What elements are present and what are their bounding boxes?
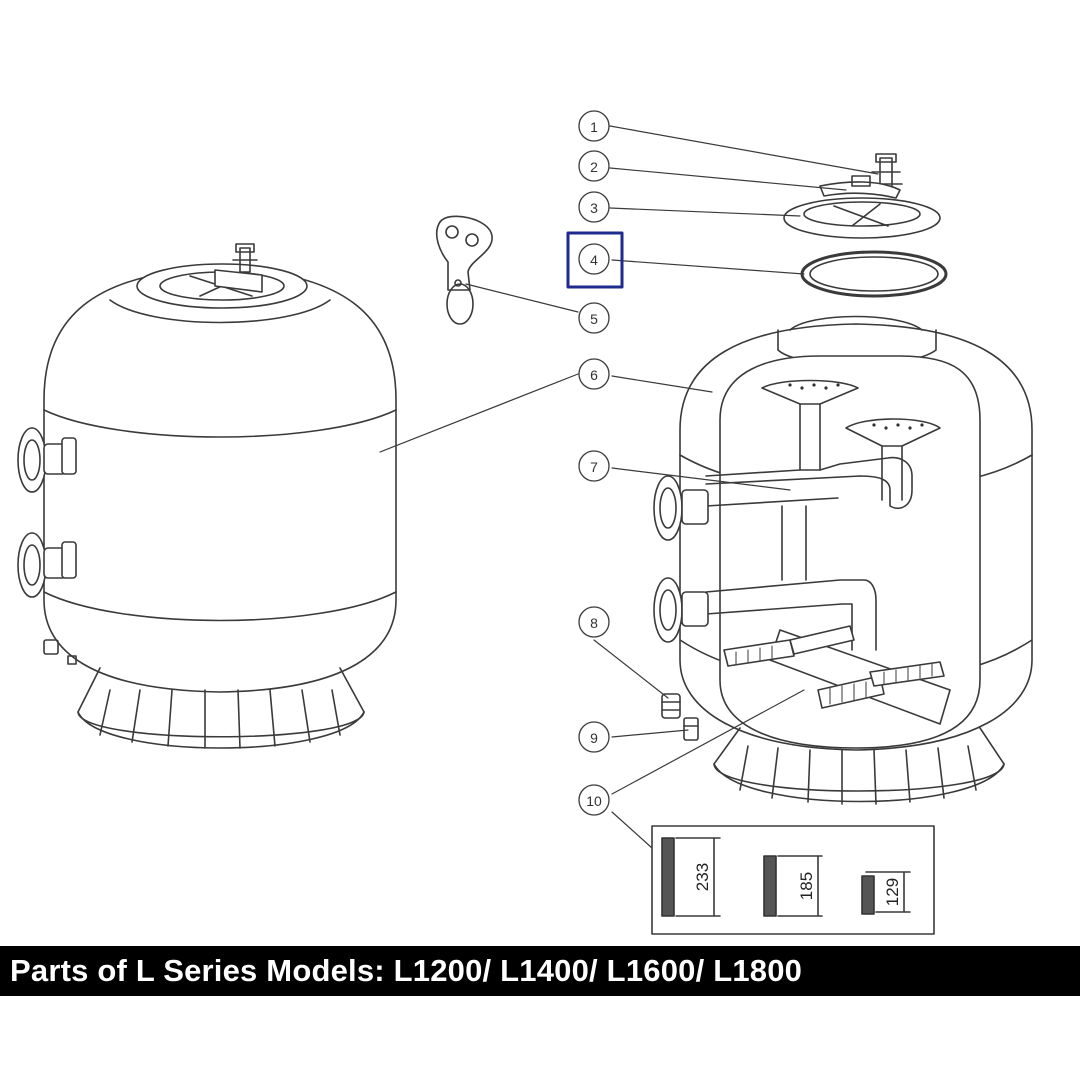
- callout-3: [578, 191, 610, 223]
- callout-9-label: 9: [590, 730, 598, 746]
- callout-3-label: 3: [590, 200, 598, 216]
- callout-4: [578, 243, 610, 275]
- callout-2: [578, 150, 610, 182]
- callout-6: [578, 358, 610, 390]
- callout-7-label: 7: [590, 459, 598, 475]
- callout-8-label: 8: [590, 615, 598, 631]
- part-3-lid: [783, 197, 941, 239]
- part-4-o-ring: [800, 250, 948, 298]
- callout-1-label: 1: [590, 119, 598, 135]
- callout-8: [578, 606, 610, 638]
- callout-1: [578, 110, 610, 142]
- callout-4-label: 4: [590, 252, 598, 268]
- part-8-fitting: [661, 693, 681, 719]
- part-9-fitting: [683, 717, 699, 741]
- lateral-dimension-129: 129: [883, 878, 902, 906]
- leader-lines: [379, 125, 879, 849]
- lateral-sizes-box: [651, 825, 935, 935]
- callouts: [578, 110, 610, 816]
- lateral-dimension-185: 185: [797, 872, 816, 900]
- callout-5-label: 5: [590, 311, 598, 327]
- callout-9: [578, 721, 610, 753]
- parts-diagram: 1 2 3 4 5 6 7 8 9 10 233 185 129: [17, 110, 1033, 935]
- left-filter-tank: [17, 243, 397, 749]
- callout-4-highlight-box: [566, 231, 624, 289]
- caption-bar: Parts of L Series Models: L1200/ L1400/ …: [0, 946, 1080, 996]
- right-filter-tank-cutaway: [653, 315, 1033, 805]
- callout-7: [578, 450, 610, 482]
- lateral-dimension-233: 233: [693, 863, 712, 891]
- callout-10-label: 10: [586, 793, 602, 809]
- callout-2-label: 2: [590, 159, 598, 175]
- callout-5: [578, 302, 610, 334]
- part-2-handle: [819, 175, 901, 199]
- part-5-connector: [435, 215, 493, 325]
- callout-6-label: 6: [590, 367, 598, 383]
- callout-10: [578, 784, 610, 816]
- caption-title: Parts of L Series Models: L1200/ L1400/ …: [10, 953, 803, 988]
